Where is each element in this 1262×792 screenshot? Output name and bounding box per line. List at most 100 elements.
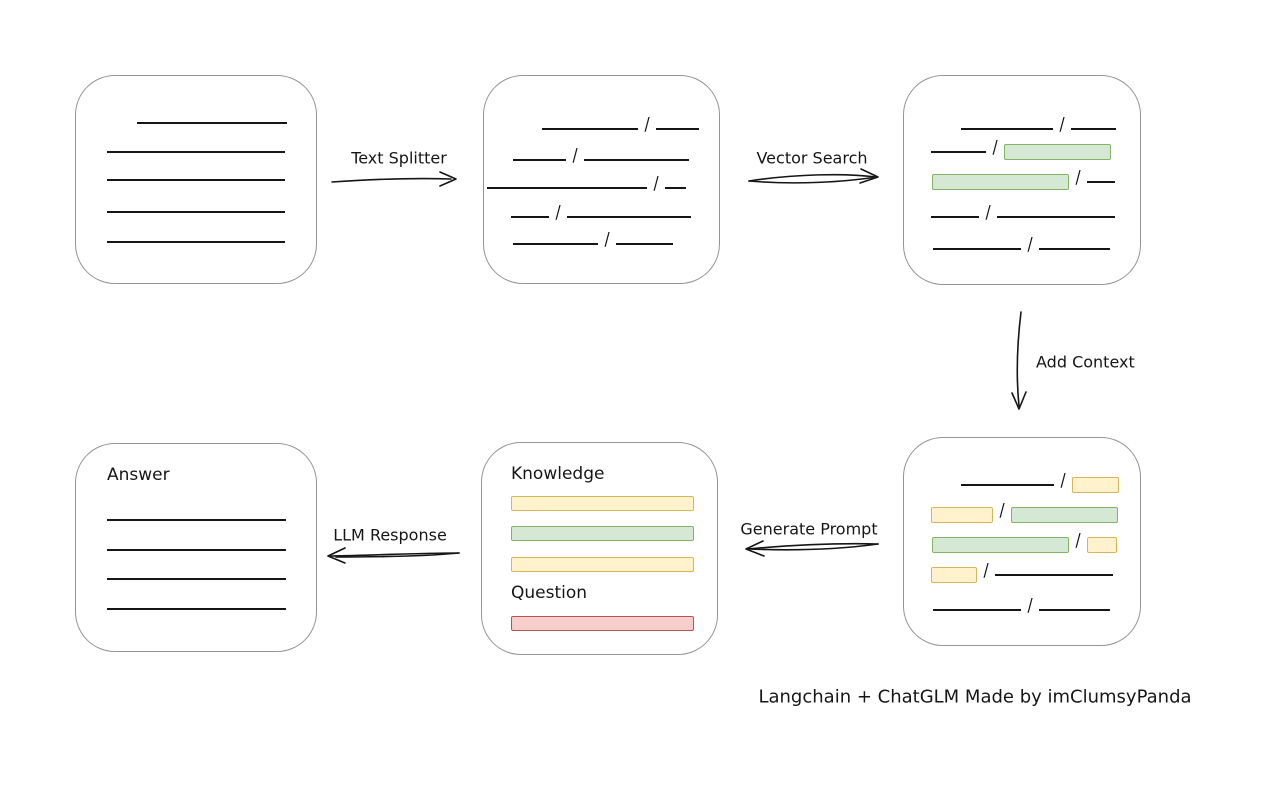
chunk-green (1004, 144, 1112, 160)
text-line (995, 574, 1114, 576)
answer-label: Answer (107, 465, 170, 485)
chunk-row: / (932, 530, 1118, 553)
slash-separator: / (985, 202, 991, 223)
llm-response-label: LLM Response (333, 525, 447, 545)
text-line (487, 187, 647, 189)
text-line (616, 243, 674, 245)
text-line (107, 578, 286, 580)
slash-separator: / (1027, 234, 1033, 255)
chunk-row (137, 108, 287, 130)
text-line (107, 549, 286, 551)
text-line (137, 122, 287, 124)
chunk-row: / (961, 114, 1117, 136)
text-line (513, 243, 598, 245)
slash-separator: / (653, 173, 659, 194)
question-label: Question (511, 583, 588, 603)
slash-separator: / (604, 229, 610, 250)
chunk-green (1011, 507, 1119, 523)
generate-prompt-label: Generate Prompt (740, 519, 878, 539)
prompt-node: Knowledge Question (481, 442, 718, 655)
text-line (931, 216, 979, 218)
text-line (931, 151, 986, 153)
chunk-row: / (513, 229, 674, 251)
chunk-yellow (1072, 477, 1120, 493)
text-line (107, 608, 286, 610)
text-line (107, 241, 285, 243)
slash-separator: / (1027, 595, 1033, 616)
chunk-row (107, 594, 286, 616)
text-line (107, 151, 285, 153)
chunk-row (107, 197, 285, 219)
generate-prompt-arrow (745, 540, 879, 557)
vector-search-label: Vector Search (756, 148, 868, 168)
text-line (997, 216, 1116, 218)
slash-separator: / (992, 137, 998, 158)
vector-search-arrow (748, 168, 879, 184)
chunk-yellow (931, 507, 993, 523)
chunk-row: / (513, 145, 690, 167)
text-line (542, 128, 638, 130)
chunk-yellow (931, 567, 977, 583)
slash-separator: / (1075, 167, 1081, 188)
text-line (1071, 128, 1117, 130)
add-context-arrow (1011, 311, 1027, 410)
text-line (665, 187, 687, 189)
text-splitter-label: Text Splitter (351, 148, 447, 168)
vector-search-results-node: / / / / / (903, 75, 1141, 285)
diagram-caption: Langchain + ChatGLM Made by imClumsyPand… (758, 686, 1192, 708)
text-line (107, 179, 285, 181)
slash-separator: / (983, 560, 989, 581)
chunk-row: / (487, 173, 687, 195)
chunk-yellow (1087, 537, 1118, 553)
chunk-row: / (931, 202, 1116, 224)
knowledge-label: Knowledge (511, 464, 605, 484)
text-line (933, 248, 1021, 250)
add-context-label: Add Context (1036, 352, 1135, 372)
text-line (567, 216, 692, 218)
text-line (511, 216, 549, 218)
slash-separator: / (644, 114, 650, 135)
text-line (1039, 609, 1111, 611)
slash-separator: / (1075, 530, 1081, 551)
split-chunks-node: / / / / / (483, 75, 720, 284)
slash-separator: / (1059, 114, 1065, 135)
chunk-row (107, 165, 285, 187)
chunk-row (107, 535, 286, 557)
chunk-green (932, 537, 1069, 553)
chunk-row (107, 137, 285, 159)
chunk-row (107, 564, 286, 586)
red-bar (511, 616, 694, 631)
text-line (656, 128, 700, 130)
chunk-row: / (932, 167, 1116, 190)
text-line (107, 211, 285, 213)
context-chunks-node: / / / / / (903, 437, 1141, 646)
text-splitter-arrow (331, 171, 457, 187)
slash-separator: / (555, 202, 561, 223)
text-line (961, 128, 1053, 130)
text-line (933, 609, 1021, 611)
answer-node: Answer (75, 443, 317, 652)
text-line (513, 159, 566, 161)
chunk-green (932, 174, 1069, 190)
green-bar (511, 526, 694, 541)
text-line (1039, 248, 1111, 250)
slash-separator: / (572, 145, 578, 166)
chunk-row: / (542, 114, 700, 136)
text-line (584, 159, 690, 161)
chunk-row: / (933, 234, 1111, 256)
text-line (961, 484, 1054, 486)
chunk-row: / (933, 595, 1111, 617)
chunk-row: / (931, 560, 1114, 583)
chunk-row: / (931, 137, 1112, 160)
llm-response-arrow (327, 547, 460, 564)
text-line (107, 519, 286, 521)
chunk-row (107, 227, 285, 249)
text-line (1087, 181, 1116, 183)
chunk-row: / (511, 202, 692, 224)
yellow-bar (511, 496, 694, 511)
document-node (75, 75, 317, 284)
chunk-row: / (961, 470, 1120, 493)
slash-separator: / (999, 500, 1005, 521)
chunk-row (107, 505, 286, 527)
